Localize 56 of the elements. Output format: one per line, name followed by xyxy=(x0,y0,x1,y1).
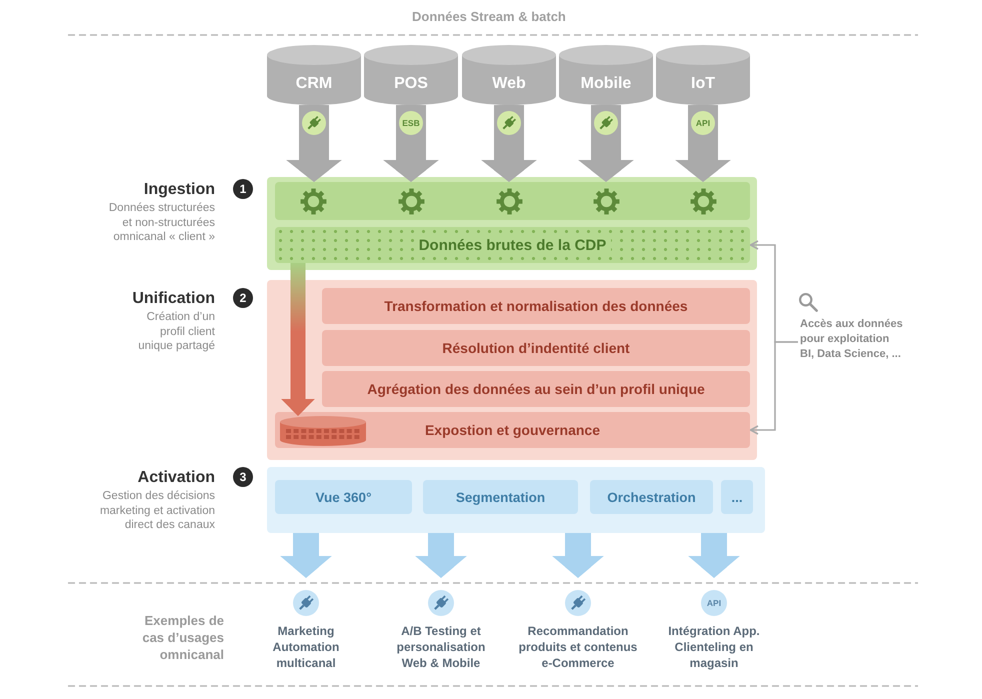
row-label: Transformation et normalisation des données xyxy=(384,298,688,314)
database-cylinder xyxy=(267,45,361,105)
process-row xyxy=(322,330,750,366)
layer-description: Création d’un profil client unique partagé xyxy=(137,310,215,354)
node-label: Mobile xyxy=(580,75,632,93)
layer-title: Ingestion xyxy=(144,180,215,199)
arrow xyxy=(280,533,332,578)
process-row xyxy=(275,227,750,263)
arrow xyxy=(415,533,467,578)
arrow xyxy=(578,105,634,182)
arrow xyxy=(750,341,798,435)
arrow xyxy=(383,105,439,182)
diagram-title: Données Stream & batch xyxy=(412,9,566,24)
node-label: CRM xyxy=(294,75,334,93)
arrow xyxy=(688,533,740,578)
feature-tile xyxy=(275,480,412,514)
feature-tile xyxy=(721,480,753,514)
database-cylinder xyxy=(656,45,750,105)
layer-description: Données structurées et non-structurées omnicanal « client » xyxy=(108,201,215,244)
node-label: Web xyxy=(491,75,527,93)
process-row xyxy=(322,288,750,324)
layer-description: Gestion des décisions marketing et activation direct des canaux xyxy=(98,489,215,532)
use-case-text: Recommandation produits et contenus e-Commerce xyxy=(518,623,638,671)
row-label: Vue 360° xyxy=(316,490,372,504)
row-label: Agrégation des données au sein d’un profil unique xyxy=(367,381,705,397)
process-row xyxy=(275,412,750,448)
database-cylinder xyxy=(364,45,458,105)
database-cylinder xyxy=(280,416,366,446)
database-cylinder xyxy=(462,45,556,105)
use-case-text: Intégration App. Clienteling en magasin xyxy=(667,623,761,671)
layer-title: Activation xyxy=(138,468,215,487)
arrow xyxy=(481,105,537,182)
row-label: Résolution d’indentité client xyxy=(442,340,630,356)
step-number: 3 xyxy=(233,467,253,487)
feature-tile xyxy=(423,480,578,514)
row-label: Segmentation xyxy=(456,490,546,504)
feature-tile xyxy=(590,480,713,514)
layer-title: Unification xyxy=(132,289,215,308)
section-label: Exemples de cas d’usages omnicanal xyxy=(141,612,224,663)
node-label: POS xyxy=(393,75,429,93)
node-label: IoT xyxy=(690,75,716,93)
database-cylinder xyxy=(559,45,653,105)
api-badge: API xyxy=(701,590,727,616)
row-label: Expostion et gouvernance xyxy=(424,422,600,438)
arrow xyxy=(286,105,342,182)
arrow xyxy=(281,263,315,416)
arrow xyxy=(552,533,604,578)
use-case-text: Marketing Automation multicanal xyxy=(272,623,340,671)
use-case-text: A/B Testing et personalisation Web & Mobile xyxy=(396,623,486,671)
row-label: Orchestration xyxy=(607,490,696,504)
row-label: ... xyxy=(731,490,743,504)
step-number: 1 xyxy=(233,179,253,199)
note-text: Accès aux données pour exploitation BI, Data Science, ... xyxy=(800,317,904,362)
process-bar xyxy=(275,182,750,220)
step-number: 2 xyxy=(233,288,253,308)
process-row xyxy=(322,371,750,407)
